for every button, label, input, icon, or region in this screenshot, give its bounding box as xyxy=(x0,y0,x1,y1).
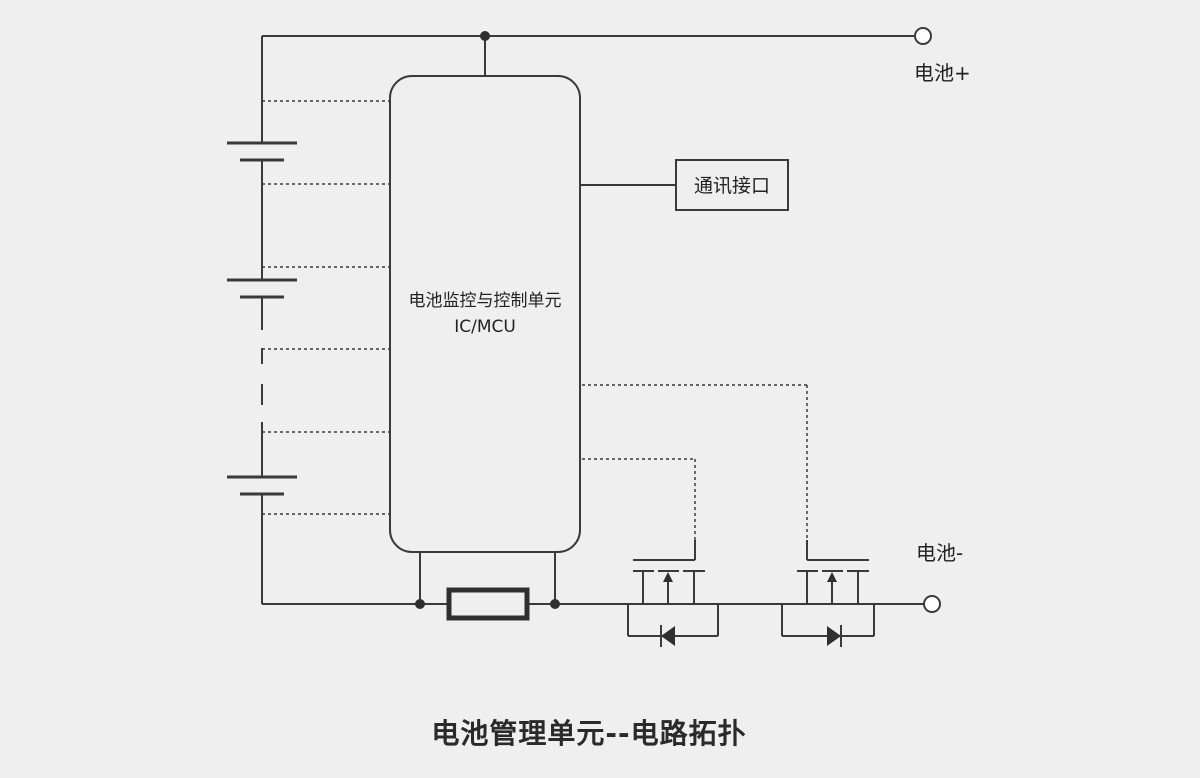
battery-cell-2 xyxy=(227,278,297,299)
diagram-caption: 电池管理单元--电路拓扑 xyxy=(431,717,747,750)
controller-block: 电池监控与控制单元 IC/MCU xyxy=(389,75,581,553)
comm-interface: 通讯接口 xyxy=(580,159,789,211)
cell-sense-lines xyxy=(262,100,390,515)
negative-rail xyxy=(262,552,640,621)
comm-interface-label: 通讯接口 xyxy=(694,175,770,197)
controller-label: 电池监控与控制单元 xyxy=(409,291,562,311)
battery-positive-terminal xyxy=(914,27,932,45)
mosfet-charge xyxy=(582,384,924,647)
battery-negative-label: 电池- xyxy=(916,541,963,565)
body-diode-2 xyxy=(827,626,841,646)
body-diode-1 xyxy=(661,626,675,646)
battery-stack xyxy=(227,36,297,604)
battery-cell-3 xyxy=(227,475,297,496)
battery-negative-terminal xyxy=(923,595,941,613)
battery-cell-1 xyxy=(227,141,297,162)
positive-rail xyxy=(262,27,932,76)
shunt-resistor xyxy=(446,587,530,621)
battery-positive-label: 电池+ xyxy=(914,61,971,85)
controller-ic-label: IC/MCU xyxy=(454,317,516,337)
mosfet-discharge xyxy=(582,458,782,647)
